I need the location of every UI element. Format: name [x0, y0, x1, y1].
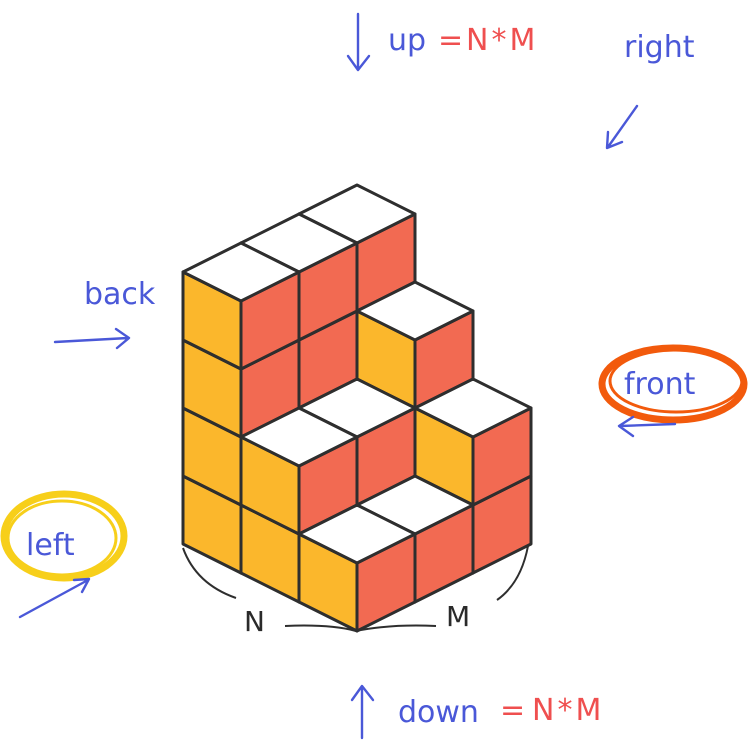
front-label: front [624, 367, 696, 402]
down-formula: N*M [532, 693, 604, 728]
right-annotation: right [605, 30, 695, 150]
n-label: N [244, 605, 265, 638]
back-annotation: back [53, 277, 156, 350]
cube-top-face [413, 377, 533, 439]
cube-stack [181, 183, 533, 633]
cube-top-face [355, 280, 475, 342]
left-label: left [26, 528, 75, 563]
bottom-brace [284, 624, 437, 633]
up-equals: = [438, 23, 463, 58]
left-highlight-circle [0, 490, 128, 582]
dimension-braces: N M [182, 545, 529, 638]
back-arrow-icon [53, 327, 131, 350]
back-label: back [84, 277, 156, 312]
up-formula: N*M [466, 23, 538, 58]
front-arrow-icon [617, 415, 677, 438]
right-label: right [624, 30, 695, 65]
m-brace-right [496, 545, 529, 601]
down-arrow-icon [350, 684, 375, 740]
front-annotation: front [598, 344, 748, 438]
cube-top-face [181, 241, 301, 303]
left-highlight-circle-inner [6, 499, 118, 577]
down-label: down [398, 695, 479, 730]
cube-top-face [297, 503, 417, 565]
down-equals: = [500, 693, 525, 728]
up-annotation: up = N*M [346, 12, 538, 72]
cube-top-face [239, 406, 359, 468]
down-annotation: down = N*M [350, 684, 604, 740]
right-arrow-icon [605, 104, 639, 150]
front-highlight-circle-inner [608, 348, 744, 414]
front-highlight-circle [598, 344, 748, 424]
up-arrow-icon [346, 12, 371, 72]
left-arrow-icon [18, 577, 91, 619]
n-brace-left [182, 547, 237, 599]
up-label: up [388, 23, 426, 58]
m-label: M [446, 600, 470, 633]
left-annotation: left [0, 490, 128, 619]
